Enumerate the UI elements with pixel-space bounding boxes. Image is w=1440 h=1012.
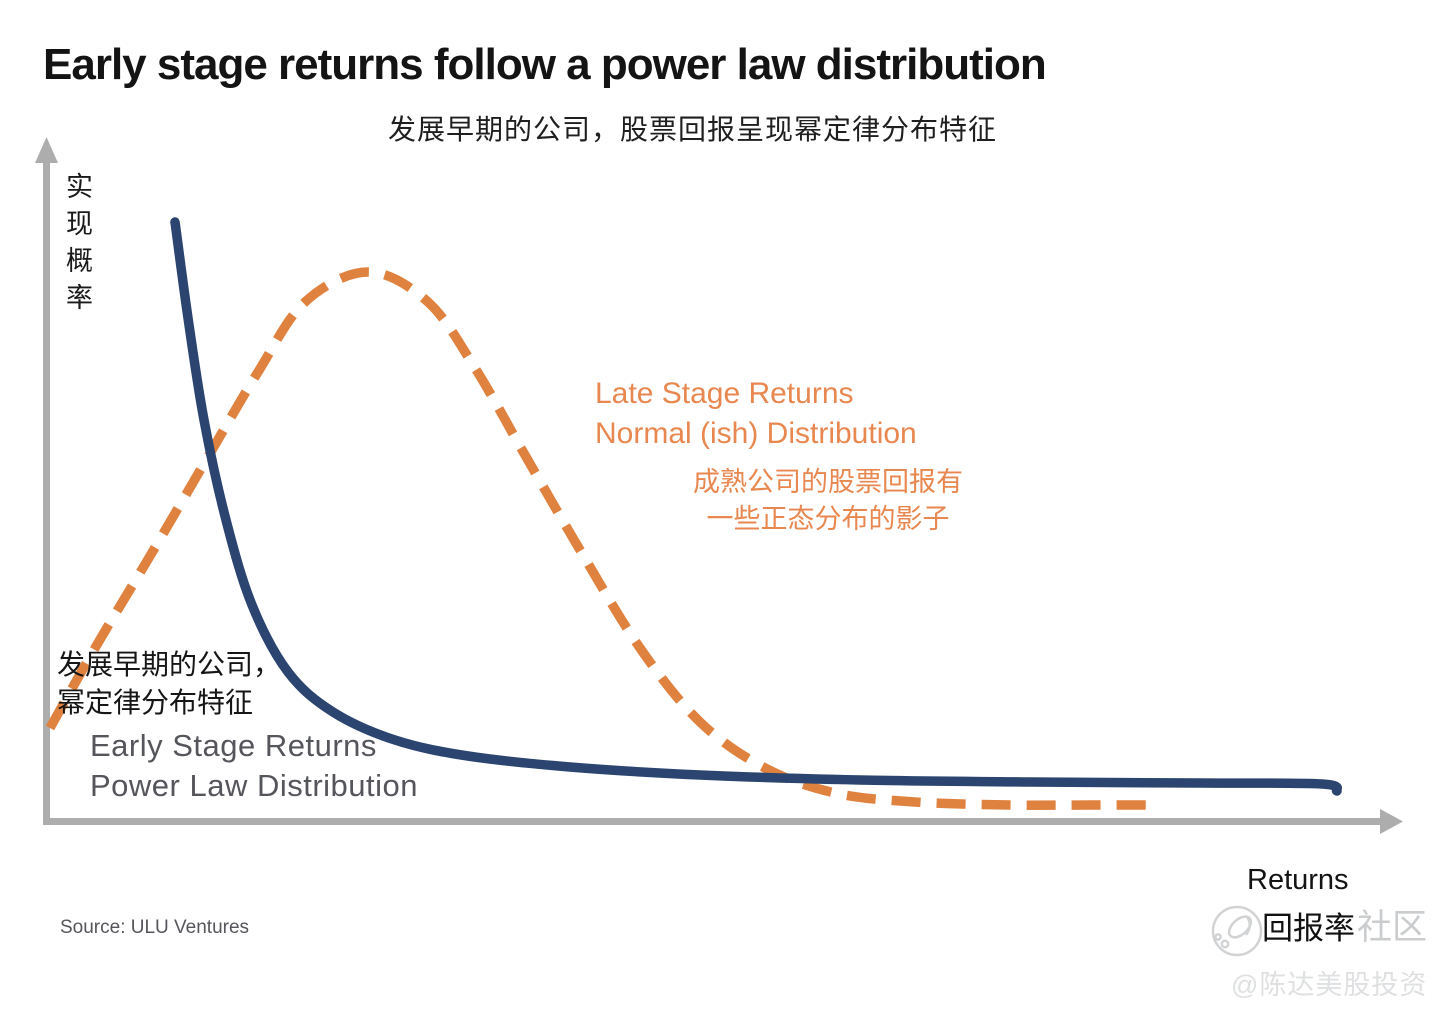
watermark-logo-icon [1211, 905, 1263, 957]
chart-subtitle-cn: 发展早期的公司，股票回报呈现幂定律分布特征 [388, 114, 998, 145]
x-axis-label-cn: 回报率 [1262, 911, 1355, 946]
y-axis-label: 实现概率 [62, 172, 92, 320]
late-stage-annotation-cn: 成熟公司的股票回报有 一些正态分布的影子 [693, 467, 963, 534]
watermark-author-handle: @陈达美股投资 [1231, 970, 1428, 1000]
source-attribution: Source: ULU Ventures [60, 917, 250, 938]
late-stage-annotation-en: Late Stage Returns Normal (ish) Distribu… [595, 377, 917, 450]
late-stage-normal-curve [45, 267, 1148, 810]
x-axis-arrowhead-icon [1380, 809, 1403, 834]
x-axis-label-en: Returns [1247, 864, 1349, 896]
y-axis-arrowhead-icon [35, 137, 58, 163]
early-stage-annotation-en: Early Stage Returns Power Law Distributi… [90, 728, 419, 803]
watermark-community-text: 社区 [1357, 908, 1428, 947]
early-stage-power-law-curve [170, 217, 1342, 796]
early-stage-annotation-cn: 发展早期的公司， 幂定律分布特征 [57, 649, 282, 718]
chart-title: Early stage returns follow a power law d… [43, 40, 1047, 89]
